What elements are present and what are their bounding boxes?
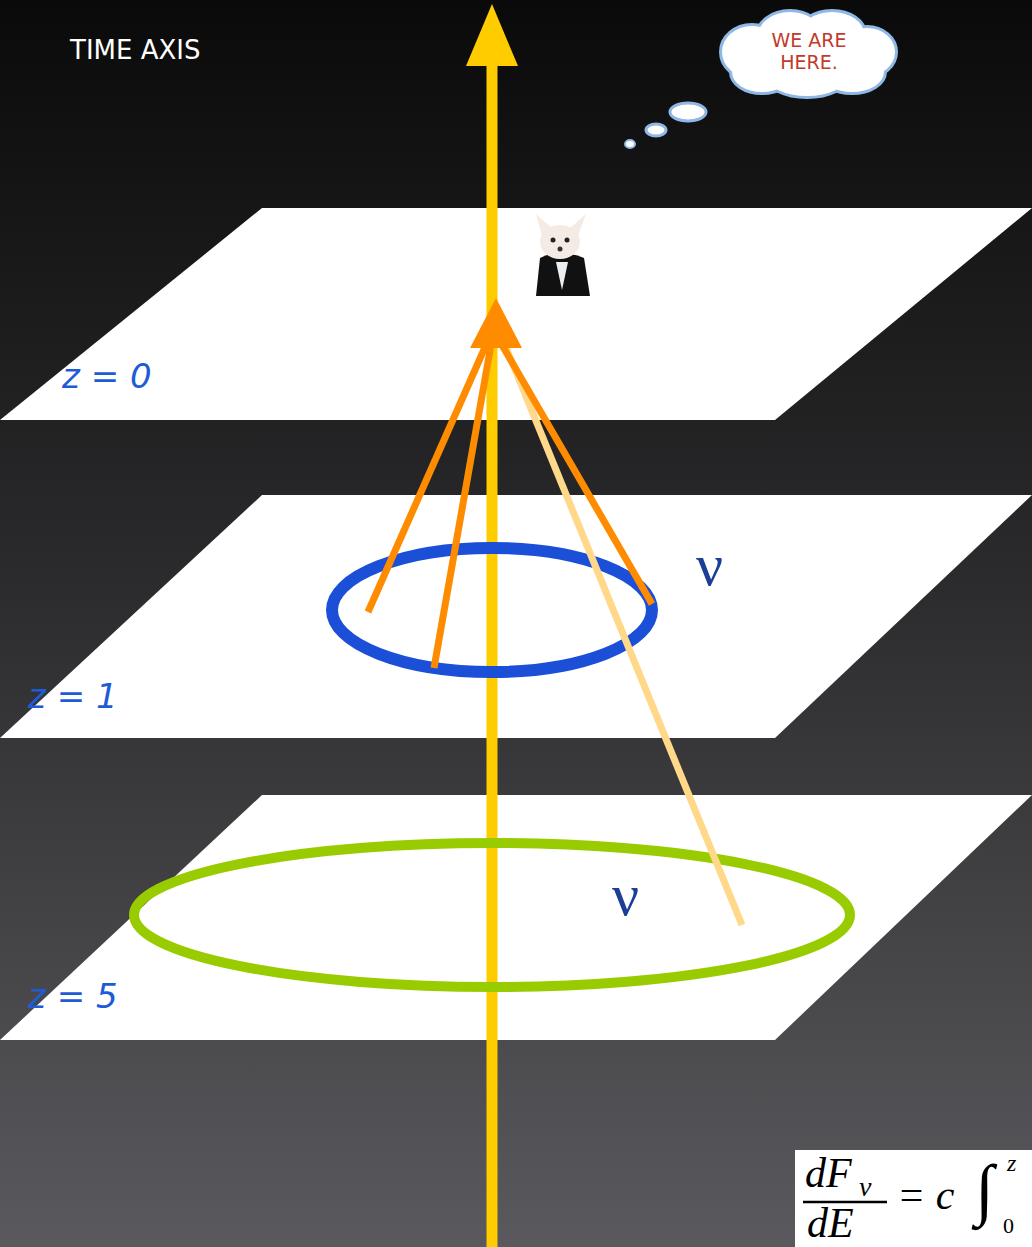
- redshift-plane: z = 5: [0, 795, 1032, 1040]
- thought-bubble: WE ARE HERE.: [712, 6, 897, 100]
- formula-term: 0: [1003, 1214, 1014, 1238]
- redshift-label: z = 0: [62, 358, 152, 395]
- neutrino-symbol: ν: [612, 862, 639, 928]
- axis-arrowhead: [466, 4, 518, 66]
- formula-box: dFνdE = c ∫ 0 z: [795, 1150, 1032, 1247]
- neutrino-symbol: ν: [696, 532, 723, 598]
- time-axis: [487, 62, 498, 1247]
- formula-term: dE: [807, 1200, 854, 1246]
- formula-term: z: [1007, 1150, 1016, 1176]
- formula-term: ν: [859, 1172, 871, 1203]
- thought-tail: [670, 103, 706, 121]
- formula-term: dF: [805, 1150, 852, 1196]
- redshift-label: z = 1: [28, 678, 118, 715]
- redshift-plane: [0, 495, 1032, 738]
- axis-title: TIME AXIS: [70, 36, 200, 65]
- redshift-label: z = 5: [28, 978, 118, 1015]
- formula-term: ∫: [975, 1152, 994, 1227]
- redshift-plane: [0, 795, 1032, 1040]
- redshift-plane: z = 0: [0, 208, 1032, 420]
- redshift-plane: z = 1: [0, 495, 1032, 738]
- thought-tail: [646, 124, 666, 136]
- thought-text: WE ARE HERE.: [749, 29, 869, 73]
- redshift-plane: [0, 208, 1032, 420]
- thought-tail: [625, 140, 635, 148]
- formula-term: = c: [897, 1172, 954, 1218]
